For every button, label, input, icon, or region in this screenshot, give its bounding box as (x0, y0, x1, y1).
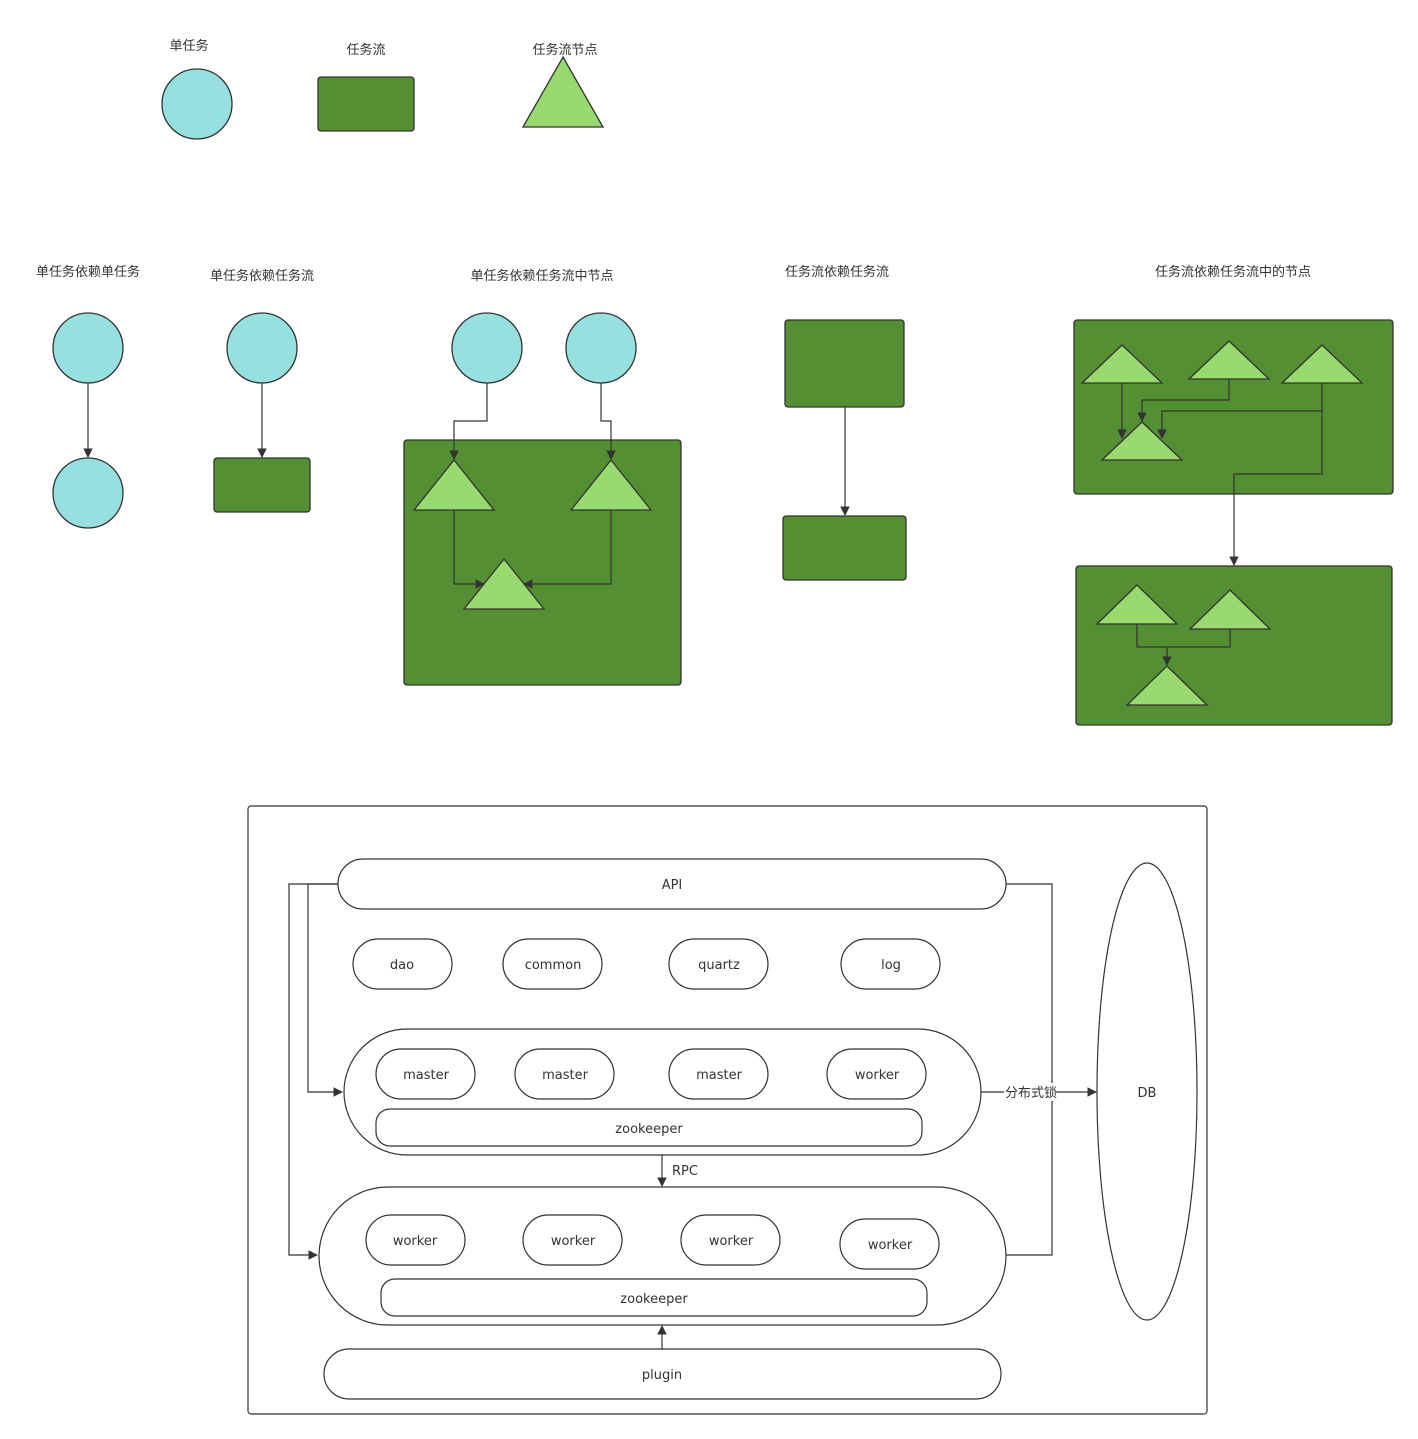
worker-label: worker (393, 1234, 438, 1249)
dependency-arrow (1157, 383, 1323, 439)
task-circle-icon (226, 312, 298, 384)
db-connector (1006, 883, 1053, 1256)
worker-label: worker (868, 1238, 913, 1253)
architecture-diagram: API dao common quartz log master master … (247, 805, 1208, 1415)
flow-node-triangle-icon (1125, 665, 1209, 706)
quartz-module (668, 938, 769, 990)
api-label: API (662, 878, 683, 893)
worker-node (680, 1214, 781, 1266)
worker-node (365, 1214, 466, 1266)
scenario-5-title: 任务流依赖任务流中的节点 (1155, 264, 1311, 280)
legend-flow-node-icon (521, 55, 605, 128)
master-label: master (403, 1068, 449, 1083)
rpc-label: RPC (672, 1164, 698, 1179)
task-circle-icon (52, 457, 124, 529)
lock-label: 分布式锁 (1005, 1085, 1057, 1101)
log-label: log (881, 958, 901, 973)
log-module (840, 938, 941, 990)
plugin-label: plugin (642, 1368, 682, 1383)
task-flow-rect-icon (213, 457, 311, 513)
master-node (514, 1048, 615, 1100)
worker-node (522, 1214, 623, 1266)
scenario-1-title: 单任务依赖单任务 (36, 264, 140, 280)
dependency-arrow (523, 510, 612, 589)
task-flow-rect-icon (784, 319, 905, 408)
scenario-2-title: 单任务依赖任务流 (210, 268, 314, 284)
scenario-flow-depends-flow-node: 任务流依赖任务流中的节点 (1073, 264, 1394, 726)
scenario-task-depends-flow-node: 单任务依赖任务流中节点 (403, 268, 682, 686)
master-node (375, 1048, 476, 1100)
master-label: master (696, 1068, 742, 1083)
zookeeper-bar (375, 1108, 923, 1147)
worker-label: worker (855, 1068, 900, 1083)
master-node (668, 1048, 769, 1100)
task-circle-icon (52, 312, 124, 384)
legend-flow-node-label: 任务流节点 (532, 42, 597, 58)
dependency-arrow (1229, 411, 1323, 566)
quartz-label: quartz (698, 958, 740, 973)
lock-label-bg (1004, 1083, 1056, 1101)
dao-module (352, 938, 453, 990)
scenario-flow-depends-flow: 任务流依赖任务流 (782, 264, 907, 581)
scenario-task-depends-task: 单任务依赖单任务 (36, 264, 140, 529)
task-flow-rect-icon (782, 515, 907, 581)
dependency-arrow (1136, 624, 1172, 666)
scenario-3-title: 单任务依赖任务流中节点 (470, 268, 613, 284)
db-cylinder (1096, 862, 1198, 1321)
task-circle-icon (565, 312, 637, 384)
dependency-arrow (449, 383, 488, 460)
legend: 单任务 任务流 任务流节点 (161, 38, 605, 140)
legend-task-flow-label: 任务流 (346, 42, 385, 58)
zookeeper-label: zookeeper (620, 1292, 688, 1307)
scenario-task-depends-flow: 单任务依赖任务流 (210, 268, 314, 513)
master-label: master (542, 1068, 588, 1083)
api-to-master-arrow (307, 883, 343, 1097)
scenario-4-title: 任务流依赖任务流 (785, 264, 889, 280)
legend-task-flow-icon (317, 76, 415, 132)
legend-single-task-label: 单任务 (169, 38, 208, 54)
task-flow-rect-icon (1075, 565, 1393, 726)
worker-label: worker (551, 1234, 596, 1249)
common-module (502, 938, 603, 990)
plugin-box (323, 1348, 1002, 1400)
dependency-arrow (1137, 379, 1230, 422)
flow-node-triangle-icon (1100, 421, 1184, 461)
worker-node (839, 1218, 940, 1270)
dao-label: dao (390, 958, 414, 973)
legend-single-task-icon (161, 68, 233, 140)
dependency-arrow (600, 383, 616, 460)
worker-node (826, 1048, 927, 1100)
worker-label: worker (709, 1234, 754, 1249)
zookeeper-label: zookeeper (615, 1122, 683, 1137)
task-circle-icon (451, 312, 523, 384)
zookeeper-bar (380, 1278, 928, 1317)
db-label: DB (1138, 1086, 1157, 1101)
dependency-connector (1167, 629, 1231, 648)
dependency-arrow (453, 510, 485, 589)
common-label: common (525, 958, 582, 973)
